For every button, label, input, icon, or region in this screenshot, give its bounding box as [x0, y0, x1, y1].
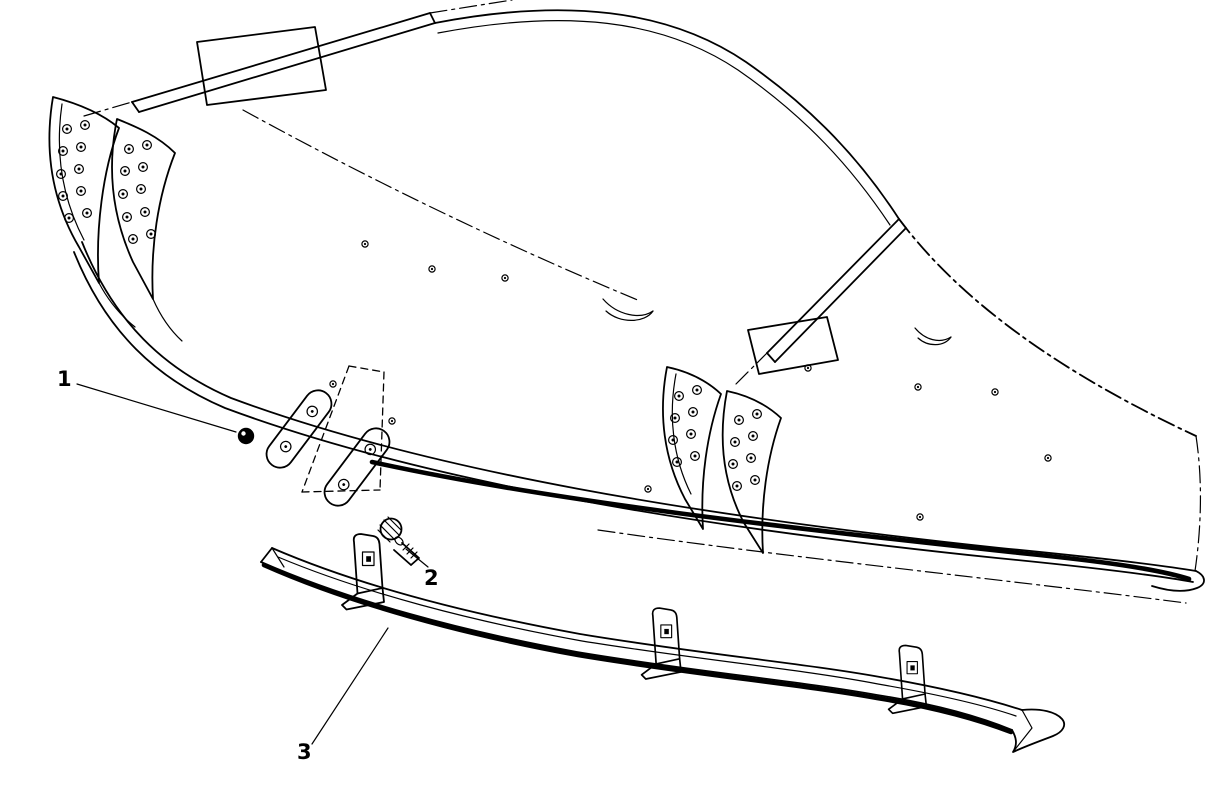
callout-3-leader — [311, 627, 389, 745]
strip-end-tail — [1011, 708, 1066, 753]
panel-end-curl — [1151, 570, 1205, 592]
left-mount-bracket — [48, 96, 183, 342]
part-2-screw — [377, 516, 429, 568]
gusset-plate — [111, 118, 176, 300]
right-rail — [735, 218, 907, 385]
phantom-outline — [301, 365, 385, 493]
callout-labels: 1 2 3 — [57, 367, 439, 764]
stringer-phantom-line — [242, 109, 641, 302]
callout-2-leader — [405, 548, 429, 568]
rail-mount-plate — [196, 26, 327, 106]
callout-3-label: 3 — [297, 740, 312, 764]
mounting-tab — [323, 427, 391, 507]
rail-mount-plate — [747, 316, 839, 375]
left-rail — [83, 0, 513, 117]
mounting-tabs — [265, 365, 396, 507]
panel-edge-band — [369, 459, 1192, 582]
callout-1-label: 1 — [57, 367, 72, 391]
callout-1-leader — [76, 383, 237, 433]
gusset-plate — [48, 96, 120, 284]
screw-head — [379, 517, 403, 541]
main-panel — [73, 0, 1205, 604]
part-3-retainer-strip — [260, 533, 1066, 753]
gusset-plate — [721, 390, 782, 554]
panel-top-edge — [434, 9, 900, 220]
strip-top-edge — [271, 547, 1023, 711]
mounting-tab — [265, 389, 333, 469]
rivet-holes-left — [55, 119, 156, 244]
panel-lower-edge — [81, 241, 1197, 572]
part-1-plug-fastener — [76, 383, 255, 445]
strip-bottom-edge — [260, 561, 1013, 731]
panel-top-edge-phantom — [898, 218, 1197, 437]
right-mount-bracket — [662, 218, 907, 554]
panel-notch — [602, 298, 952, 346]
callout-2-label: 2 — [424, 566, 439, 590]
panel-right-end — [1194, 435, 1202, 572]
gusset-plate — [662, 366, 722, 530]
